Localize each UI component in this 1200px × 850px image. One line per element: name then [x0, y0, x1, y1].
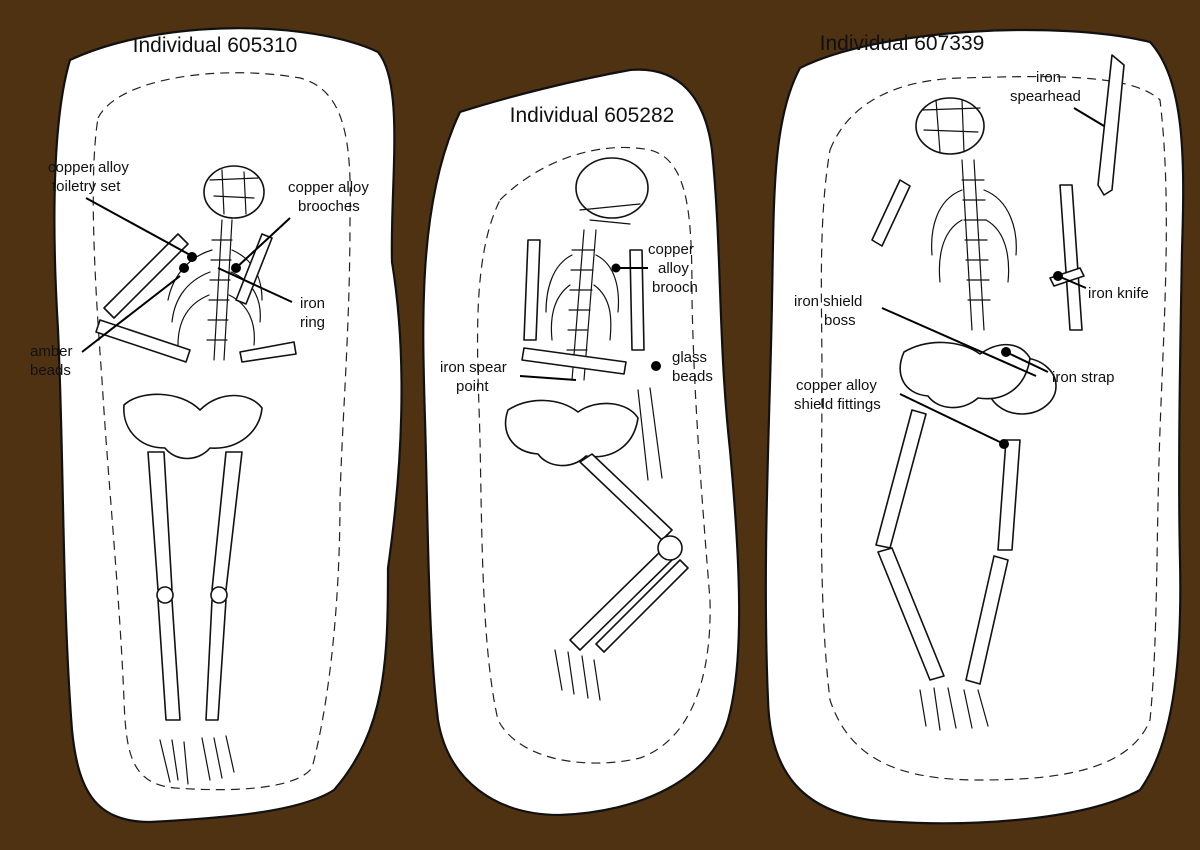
label-spear-point: iron spear point — [440, 359, 511, 395]
leader-brooches — [235, 217, 291, 269]
left-forearm — [521, 347, 627, 375]
leader-amber-beads — [81, 275, 181, 353]
skull — [203, 165, 265, 219]
leader-shield-boss — [881, 307, 1037, 377]
right-leg-bones — [637, 387, 663, 481]
marker-brooch-right — [231, 263, 241, 273]
leader-iron-strap — [1005, 351, 1049, 373]
skull — [915, 97, 985, 155]
marker-shield-fittings — [999, 439, 1009, 449]
foot-bones — [159, 735, 235, 785]
knee — [657, 535, 683, 561]
label-amber-beads: amber beads — [30, 343, 77, 379]
panel-individual-605310: Individual 605310 — [30, 27, 403, 824]
leader-toiletry-set — [85, 197, 193, 257]
skeleton-605282 — [504, 157, 689, 701]
right-femur — [997, 439, 1021, 551]
spearhead — [1097, 54, 1125, 196]
title-605310: Individual 605310 — [133, 34, 298, 57]
title-607339: Individual 607339 — [820, 32, 985, 55]
skull-fragments — [579, 203, 641, 225]
leader-spearhead — [1073, 107, 1105, 127]
skeleton-605310 — [95, 165, 297, 785]
skull — [575, 157, 649, 219]
label-glass-beads: glass beads — [672, 349, 713, 385]
grave-outline-607339 — [764, 28, 1185, 825]
leader-knife — [1057, 275, 1087, 289]
left-forearm — [95, 319, 191, 363]
spine — [961, 159, 985, 331]
marker-toiletry-set — [187, 252, 197, 262]
leaders-605282 — [519, 263, 661, 381]
skull-fragments — [921, 99, 981, 153]
pelvis — [504, 399, 639, 467]
foot-bones — [919, 687, 989, 731]
iron-knife — [1049, 267, 1085, 287]
tibia-2 — [595, 559, 689, 653]
panel-individual-605282: Individual 605282 copper al — [422, 68, 741, 817]
skull-fragments — [209, 169, 259, 215]
left-arm — [871, 179, 911, 247]
marker-glass-beads — [651, 361, 661, 371]
left-knee — [156, 586, 174, 604]
left-upper-arm — [103, 233, 189, 319]
label-toiletry-set: copper alloy toiletry set — [48, 159, 133, 195]
grave-cut-605310 — [92, 72, 351, 791]
label-shield-boss: iron shield boss — [794, 293, 867, 329]
label-knife: iron knife — [1088, 285, 1149, 302]
leader-shield-fittings — [899, 393, 1005, 445]
label-iron-strap: iron strap — [1052, 369, 1115, 386]
leader-spear-point — [519, 375, 577, 381]
marker-knife — [1053, 271, 1063, 281]
leaders-605310 — [81, 197, 293, 353]
marker-brooch — [611, 263, 621, 273]
label-iron-ring: iron ring — [300, 295, 329, 331]
leader-iron-ring — [217, 267, 293, 303]
right-knee — [210, 586, 228, 604]
vertebrae — [206, 239, 233, 341]
right-forearm — [239, 341, 297, 363]
label-brooch: copper alloy brooch — [648, 241, 698, 296]
left-upper-arm — [523, 239, 541, 341]
title-605282: Individual 605282 — [510, 104, 675, 127]
femur — [579, 453, 673, 541]
vertebrae — [961, 179, 991, 301]
ribs — [931, 189, 1017, 283]
left-tibia — [877, 547, 945, 681]
marker-brooch-left — [179, 263, 189, 273]
grave-cut-607339 — [820, 75, 1167, 781]
pelvis — [123, 393, 263, 460]
label-spearhead: iron spearhead — [1010, 69, 1081, 105]
spine — [213, 219, 233, 361]
ribs — [545, 254, 620, 341]
grave-cut-605282 — [476, 146, 711, 764]
panel-individual-607339: Individual 607339 — [764, 28, 1185, 825]
label-shield-fittings: copper alloy shield fittings — [794, 377, 881, 413]
foot-bones — [554, 649, 601, 701]
right-upper-arm — [629, 249, 645, 351]
label-brooches: copper alloy brooches — [288, 179, 373, 215]
leaders-607339 — [881, 107, 1105, 449]
right-tibia — [965, 555, 1009, 685]
vertebrae — [566, 249, 595, 351]
marker-iron-strap — [1001, 347, 1011, 357]
